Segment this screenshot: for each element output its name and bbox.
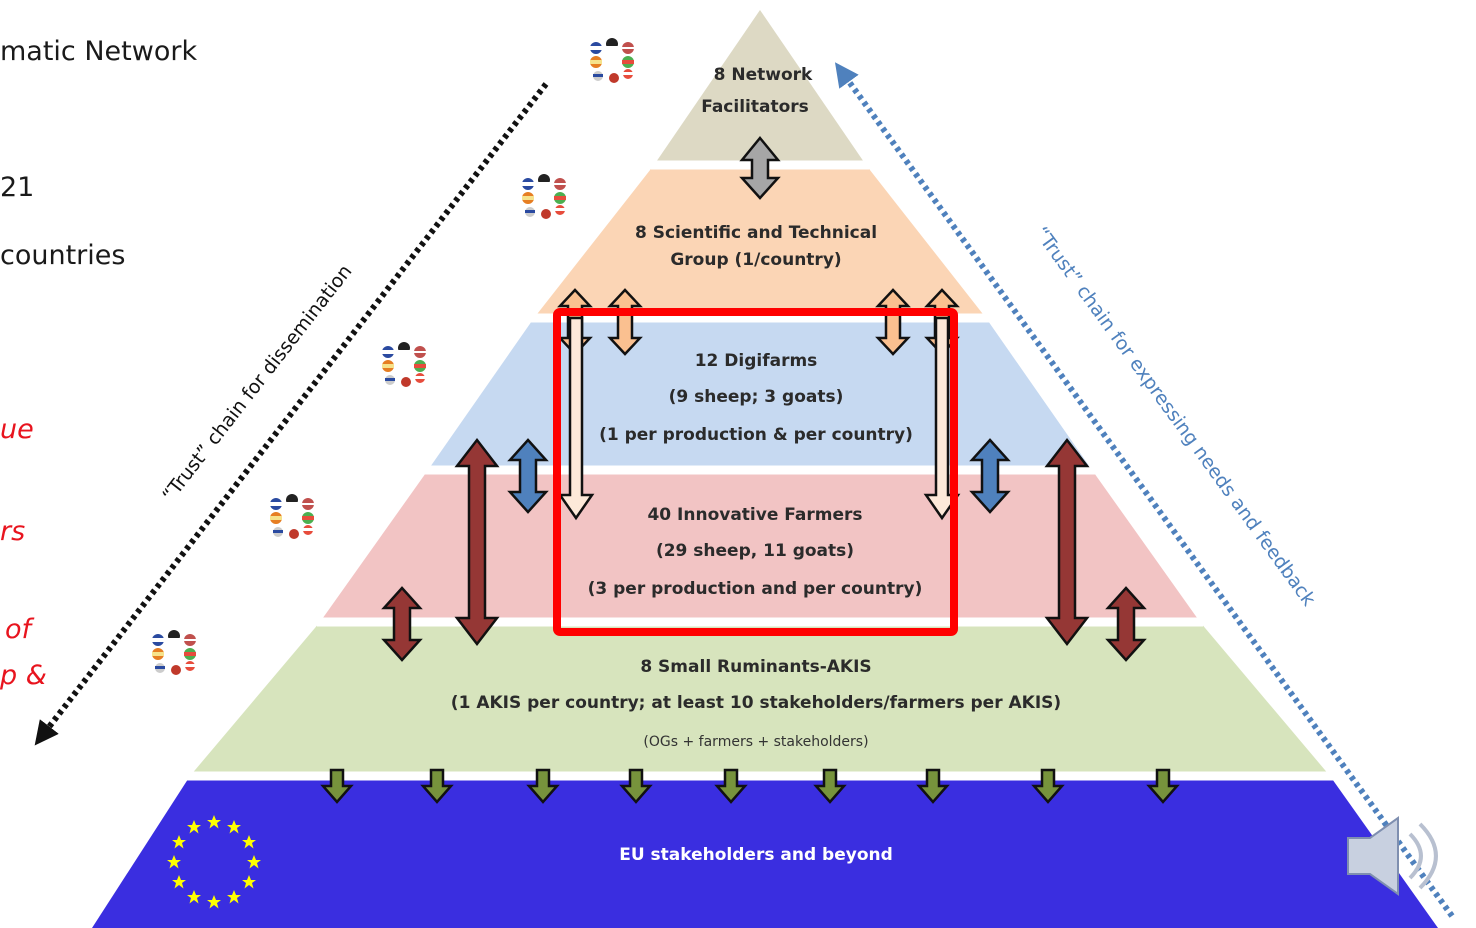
left-red-text-4: p & xyxy=(0,660,47,691)
right-trust-chain xyxy=(834,62,1455,918)
flag-cluster-icon xyxy=(152,630,196,675)
blue-double-arrows xyxy=(507,438,1011,514)
level-4-band xyxy=(320,470,1200,622)
left-text-line3: countries xyxy=(0,240,126,271)
left-chain-label: “Trust” chain for dissemination xyxy=(158,261,356,506)
grey-double-arrow xyxy=(739,136,781,200)
speaker-icon xyxy=(1347,816,1438,896)
level-3-text-c: (1 per production & per country) xyxy=(599,425,913,445)
left-red-text-3: of xyxy=(5,614,32,645)
level-5-text-a: 8 Small Ruminants-AKIS xyxy=(640,657,871,677)
left-red-text-2: rs xyxy=(0,516,26,547)
left-red-text-1: ue xyxy=(0,414,34,445)
orange-double-arrows xyxy=(557,288,960,356)
red-double-arrows xyxy=(381,437,1147,662)
level-5-text-b: (1 AKIS per country; at least 10 stakeho… xyxy=(451,693,1061,713)
level-4-text-c: (3 per production and per country) xyxy=(588,579,923,599)
level-6-text: EU stakeholders and beyond xyxy=(619,845,893,865)
level-3-band xyxy=(428,318,1092,470)
level-3-text-b: (9 sheep; 3 goats) xyxy=(669,387,844,407)
level-4-text-b: (29 sheep, 11 goats) xyxy=(656,541,854,561)
level-1-text-b: Facilitators xyxy=(701,97,809,117)
flag-cluster-icon xyxy=(522,174,566,219)
level-6-band xyxy=(92,776,1438,928)
left-trust-chain xyxy=(34,82,549,746)
level-5-text-c: (OGs + farmers + stakeholders) xyxy=(643,734,868,750)
left-text-line2: 21 xyxy=(0,172,35,203)
flag-cluster-icon xyxy=(382,342,426,387)
level-4-text-a: 40 Innovative Farmers xyxy=(647,505,862,525)
level-2-band xyxy=(534,165,986,318)
highlight-box xyxy=(553,308,958,636)
level-1-band xyxy=(654,10,866,165)
level-3-text-a: 12 Digifarms xyxy=(695,351,818,371)
left-text-line1: matic Network xyxy=(0,36,198,67)
flag-cluster-icon xyxy=(270,494,314,539)
level-2-text-b: Group (1/country) xyxy=(670,250,841,270)
level-2-text-a: 8 Scientific and Technical xyxy=(635,223,877,243)
level-5-band xyxy=(190,622,1330,776)
flag-cluster-icon xyxy=(590,38,634,83)
level-1-text-a: 8 Network xyxy=(714,65,813,85)
